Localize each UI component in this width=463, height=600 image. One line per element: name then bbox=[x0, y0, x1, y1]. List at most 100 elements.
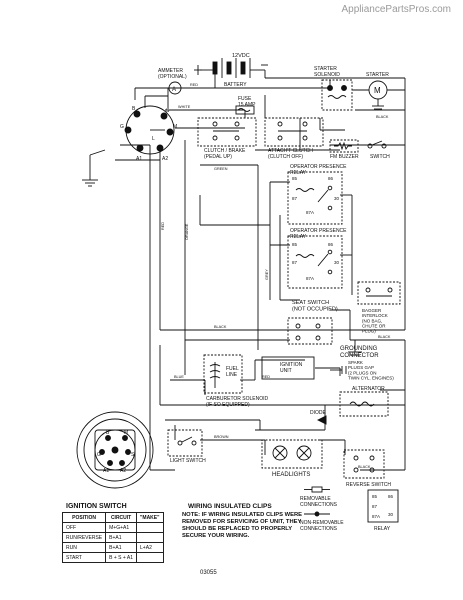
clutch-brake-switch bbox=[197, 117, 257, 147]
relay-pin: 87 bbox=[372, 504, 378, 509]
svg-text:A: A bbox=[172, 87, 176, 93]
wire-label-red-3: RED bbox=[262, 375, 270, 379]
ignition-switch-table: POSITION CIRCUIT "MAKE" OFF M+G+A1 RUN/R… bbox=[61, 512, 164, 563]
operator-presence-relay-1 bbox=[287, 171, 343, 225]
svg-text:M: M bbox=[374, 86, 381, 95]
relay-pin: 87 bbox=[292, 196, 298, 201]
table-row: RUN/REVERSE B+A1 bbox=[61, 532, 164, 543]
legend-non-removable bbox=[304, 511, 330, 517]
wire-label-black-3: BLACK bbox=[378, 335, 391, 339]
label-fm-buzzer: FM BUZZER bbox=[330, 154, 359, 160]
label-seat-switch: SEAT SWITCH(NOT OCCUPIED) bbox=[292, 300, 338, 312]
face-terminal-label: G bbox=[97, 452, 101, 458]
table-cell: B+A1 bbox=[105, 532, 138, 543]
table-cell: START bbox=[61, 552, 107, 563]
alternator bbox=[339, 391, 389, 417]
relay-pin: 30 bbox=[334, 196, 340, 201]
power-wires bbox=[89, 70, 406, 471]
ignition-unit bbox=[261, 356, 315, 380]
relay-2-pins: 85 86 87 30 87A bbox=[292, 242, 340, 281]
terminal-label: M bbox=[173, 124, 177, 130]
seat-switch bbox=[287, 317, 333, 345]
terminal-label: G bbox=[120, 124, 124, 130]
relay-pin: 87 bbox=[292, 260, 298, 265]
switch-terminal-labels: B S M A1 A2 G L B M G S A1 A2 bbox=[97, 106, 177, 474]
relay-pin: 85 bbox=[292, 176, 298, 181]
face-terminal-label: M bbox=[124, 430, 128, 436]
attachment-clutch-switch bbox=[264, 117, 324, 147]
wire-label-white: WHITE bbox=[178, 105, 191, 109]
wire-label-red: RED bbox=[190, 83, 198, 87]
wire-label-blue: BLUE bbox=[174, 375, 184, 379]
starter-motor: M bbox=[352, 80, 405, 110]
legend-removable bbox=[304, 486, 330, 493]
relay-pin-labels: 85 86 87 30 87A bbox=[372, 494, 394, 519]
wiring-clips-note: NOTE: IF WIRING INSULATED CLIPS WERE REM… bbox=[182, 512, 303, 539]
face-terminal-label: B bbox=[106, 430, 110, 436]
light-switch bbox=[167, 429, 203, 457]
ground-symbol bbox=[82, 175, 98, 187]
table-header: CIRCUIT bbox=[105, 512, 138, 523]
relay-pin: 30 bbox=[334, 260, 340, 265]
relay-pin: 85 bbox=[372, 494, 378, 499]
table-cell: M+G+A1 bbox=[105, 522, 138, 533]
relay-pin: 85 bbox=[292, 242, 298, 247]
bagger-interlock bbox=[357, 281, 401, 305]
face-terminal-label: A2 bbox=[120, 468, 126, 474]
table-cell bbox=[136, 532, 164, 543]
terminal-label: L bbox=[152, 136, 155, 142]
relay-pin: 87A bbox=[306, 210, 314, 215]
wire-label-orange: ORANGE bbox=[185, 223, 189, 240]
relay-pin: 87A bbox=[306, 276, 314, 281]
wire-label-black: BLACK bbox=[376, 115, 389, 119]
label-light-switch: LIGHT SWITCH bbox=[170, 458, 206, 464]
wiring-clips-title: WIRING INSULATED CLIPS bbox=[188, 503, 272, 510]
label-headlights: HEADLIGHTS bbox=[272, 472, 310, 478]
table-cell: OFF bbox=[61, 522, 107, 533]
label-reverse-switch: REVERSE SWITCH bbox=[346, 482, 391, 488]
table-header-row: POSITION CIRCUIT "MAKE" bbox=[61, 512, 164, 523]
table-cell: RUN bbox=[61, 542, 107, 553]
label-ammeter: AMMETER(OPTIONAL) bbox=[158, 68, 187, 80]
buzzer-switch bbox=[367, 140, 387, 149]
ignition-switch-schematic bbox=[124, 105, 175, 155]
diagram-code: 03055 bbox=[200, 570, 217, 576]
fuel-line-solenoid bbox=[203, 354, 243, 394]
reverse-switch bbox=[343, 449, 385, 479]
table-row: OFF M+G+A1 bbox=[61, 522, 164, 533]
watermark: AppliancePartsPros.com bbox=[341, 4, 452, 15]
relay-pin: 86 bbox=[388, 494, 394, 499]
table-cell bbox=[136, 522, 164, 533]
terminal-label: A2 bbox=[162, 156, 168, 162]
terminal-label: S bbox=[166, 108, 170, 114]
label-alternator: ALTERNATOR bbox=[352, 386, 385, 392]
wire-label-brown: BROWN bbox=[214, 435, 229, 439]
table-row: RUN B+A1 L+A2 bbox=[61, 542, 164, 553]
spark-plug bbox=[330, 366, 347, 374]
grounding-connector bbox=[348, 340, 362, 356]
ignition-switch-title: IGNITION SWITCH bbox=[66, 503, 127, 510]
ignition-switch-face bbox=[76, 411, 154, 489]
face-terminal-label: A1 bbox=[103, 468, 109, 474]
relay-pin: 86 bbox=[328, 242, 334, 247]
label-carburetor-solenoid: CARBURETOR SOLENOID(IF SO EQUIPPED) bbox=[206, 396, 269, 408]
table-header: POSITION bbox=[61, 512, 107, 523]
wire-label-grey: GREY bbox=[265, 269, 269, 280]
relay-1-pins: 85 86 87 30 87A bbox=[292, 176, 340, 215]
relay-pin: 87A bbox=[372, 514, 380, 519]
wire-label-green: GREEN bbox=[214, 167, 228, 171]
relay-pin: 30 bbox=[388, 512, 394, 517]
wire-label-black-4: BLACK bbox=[358, 465, 371, 469]
relay-legend bbox=[367, 489, 399, 523]
operator-presence-relay-2 bbox=[287, 235, 343, 289]
diode bbox=[316, 415, 327, 425]
wire-label-red-2: RED bbox=[161, 222, 165, 230]
